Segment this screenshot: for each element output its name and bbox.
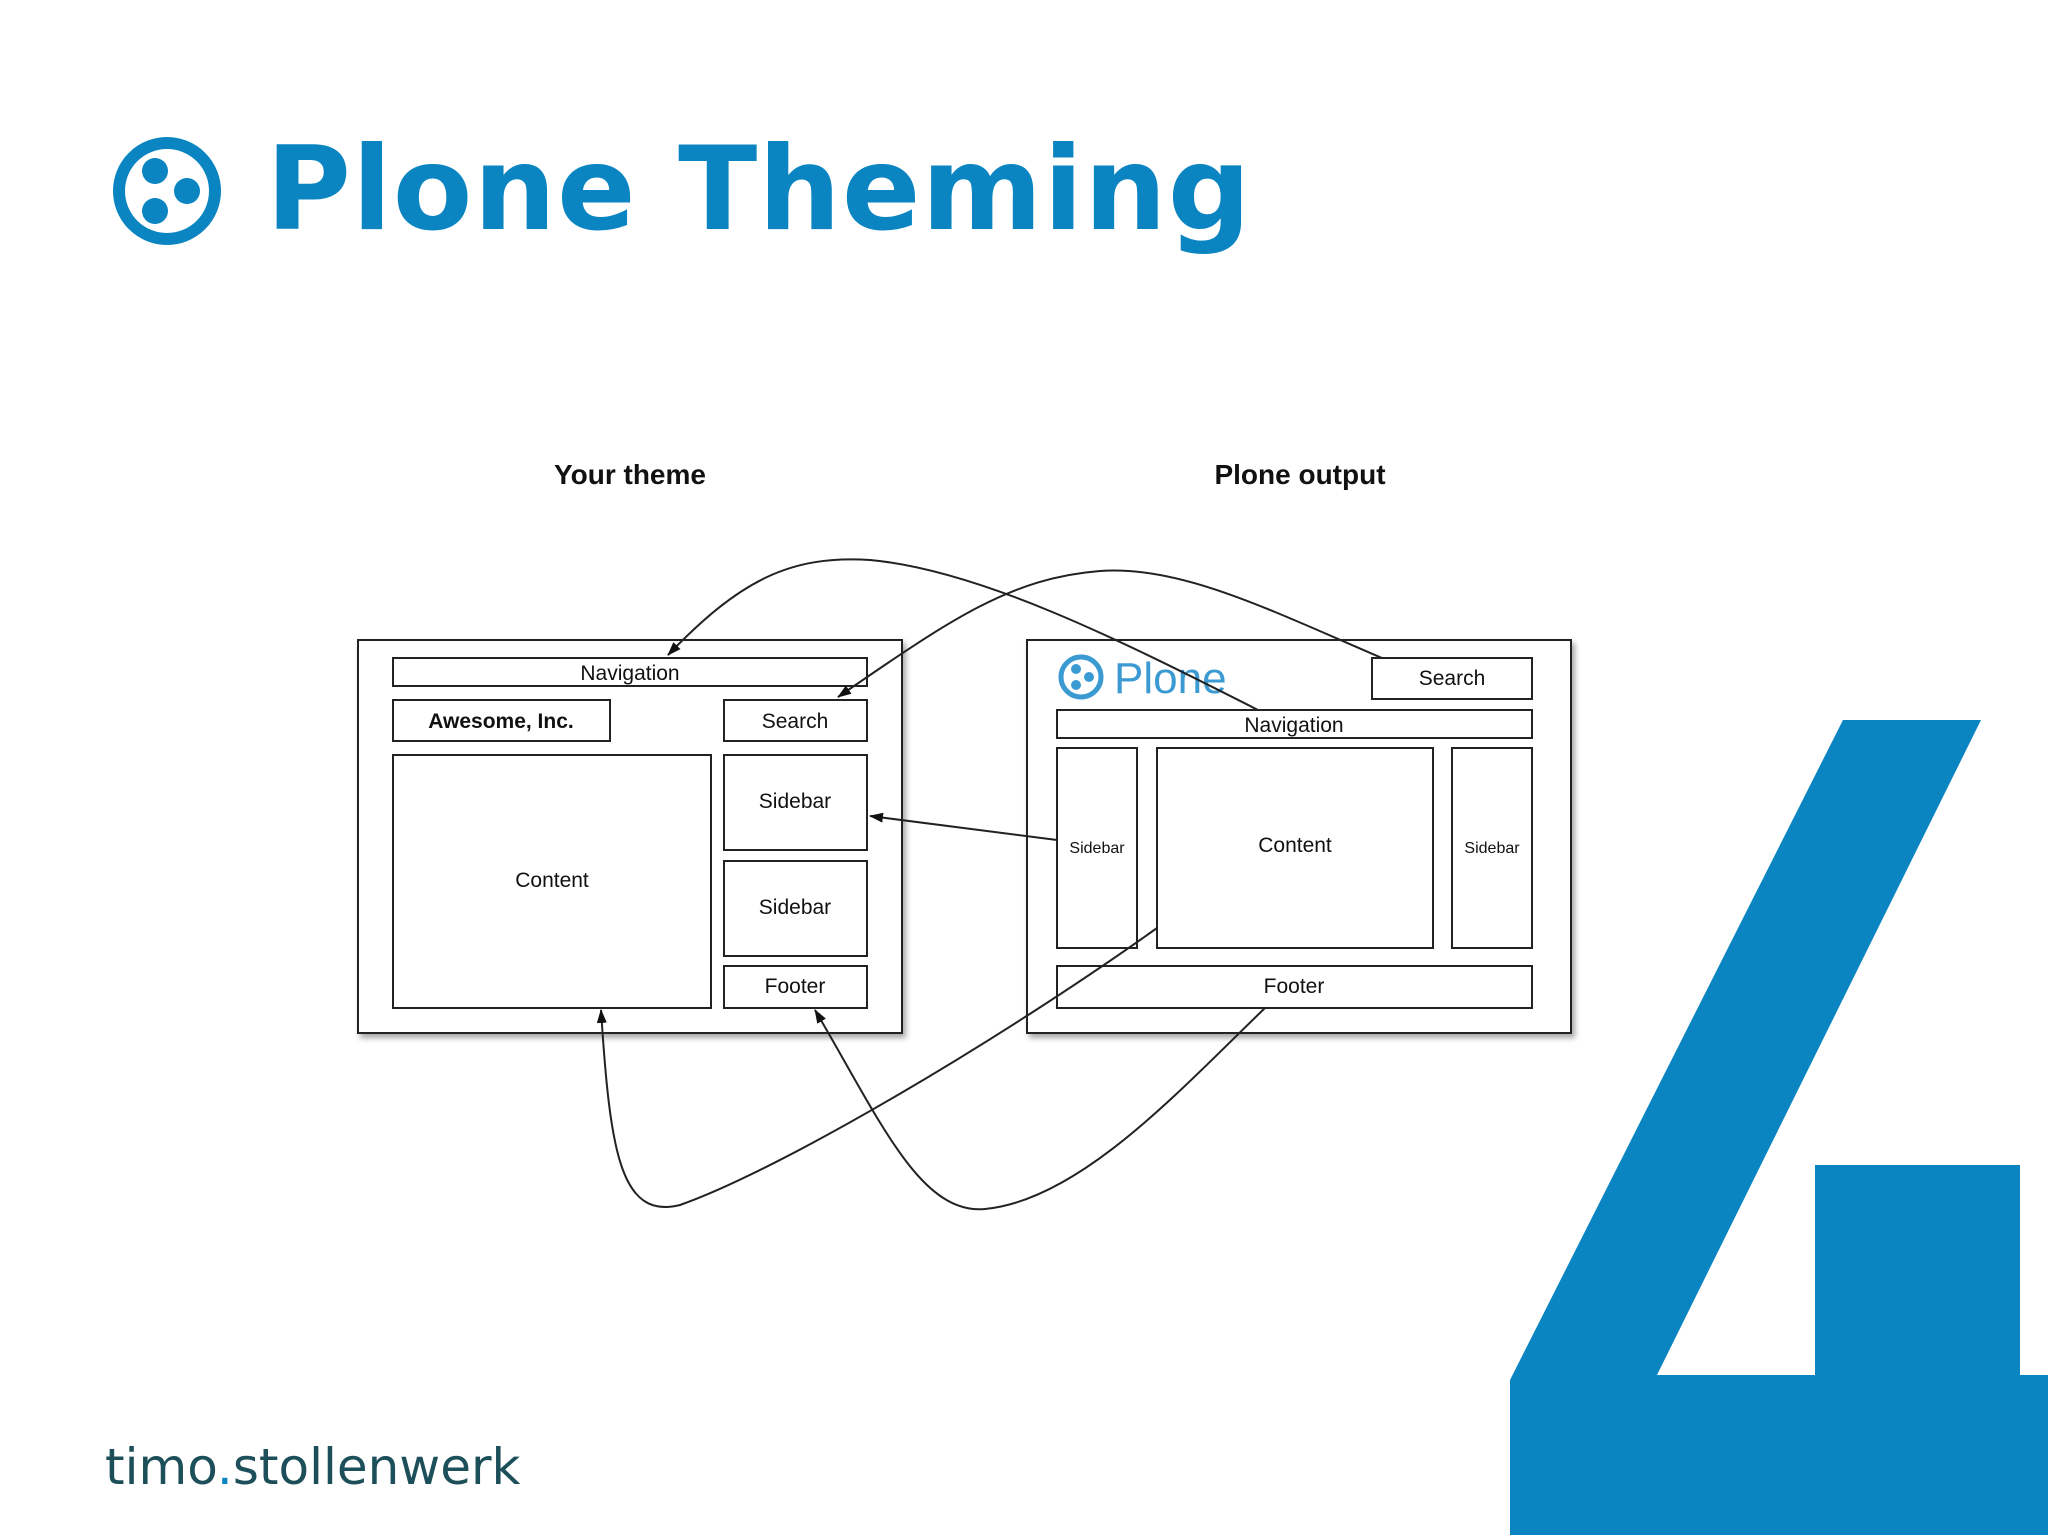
author-separator: . [216, 1438, 233, 1496]
slide-title: Plone Theming [266, 122, 1252, 257]
your-theme-search-label: Search [762, 710, 829, 733]
your-theme-navigation-label: Navigation [580, 662, 679, 685]
your-theme-sidebar-2-box [723, 860, 868, 957]
plone-output-sidebar-right-label: Sidebar [1464, 840, 1520, 857]
plone-output-content-box [1156, 747, 1434, 949]
your-theme-search-box [723, 699, 868, 742]
your-theme-site-name-box [392, 699, 611, 742]
your-theme-sidebar-1-label: Sidebar [759, 790, 831, 813]
plone-output-navigation-label: Navigation [1244, 714, 1343, 737]
your-theme-footer-box [723, 965, 868, 1009]
your-theme-content-box [392, 754, 712, 1009]
plone-output-sidebar-right-box [1451, 747, 1533, 949]
your-theme-sidebar-1-box [723, 754, 868, 851]
section-number-graphic: 4 [1510, 720, 2048, 1535]
author-first-name: timo [105, 1438, 217, 1496]
arrow-navigation [667, 558, 1259, 711]
plone-output-footer-box [1056, 965, 1533, 1009]
your-theme-site-name-label: Awesome, Inc. [428, 710, 574, 733]
your-theme-footer-label: Footer [765, 975, 826, 998]
plone-output-logo-icon [1058, 654, 1104, 700]
author-last-name: stollenwerk [232, 1438, 521, 1496]
plone-output-search-label: Search [1419, 667, 1486, 690]
arrow-sidebar [869, 812, 1058, 841]
your-theme-sidebar-2-label: Sidebar [759, 896, 831, 919]
left-panel-title: Your theme [554, 459, 706, 490]
plone-output-search-box [1371, 657, 1533, 700]
plone-output-content-label: Content [1258, 834, 1332, 857]
plone-output-navigation-box [1056, 709, 1533, 739]
your-theme-content-label: Content [515, 869, 589, 892]
arrow-footer [814, 1007, 1266, 1211]
mapping-arrows [596, 558, 1383, 1211]
author-signature: timo.stollenwerk [105, 1437, 520, 1497]
your-theme-mockup: Navigation Awesome, Inc. Search Content … [357, 639, 903, 1034]
arrow-content [596, 927, 1158, 1208]
arrow-search [837, 569, 1383, 698]
plone-logo-icon [113, 137, 221, 245]
your-theme-navigation-box [392, 657, 868, 687]
right-panel-title: Plone output [1214, 459, 1385, 490]
plone-output-sidebar-left-box [1056, 747, 1138, 949]
plone-output-sidebar-left-label: Sidebar [1069, 840, 1125, 857]
plone-output-mockup: Plone Search Navigation Sidebar Content … [1026, 639, 1572, 1034]
plone-output-logo-text: Plone [1114, 654, 1227, 703]
plone-output-footer-label: Footer [1264, 975, 1325, 998]
